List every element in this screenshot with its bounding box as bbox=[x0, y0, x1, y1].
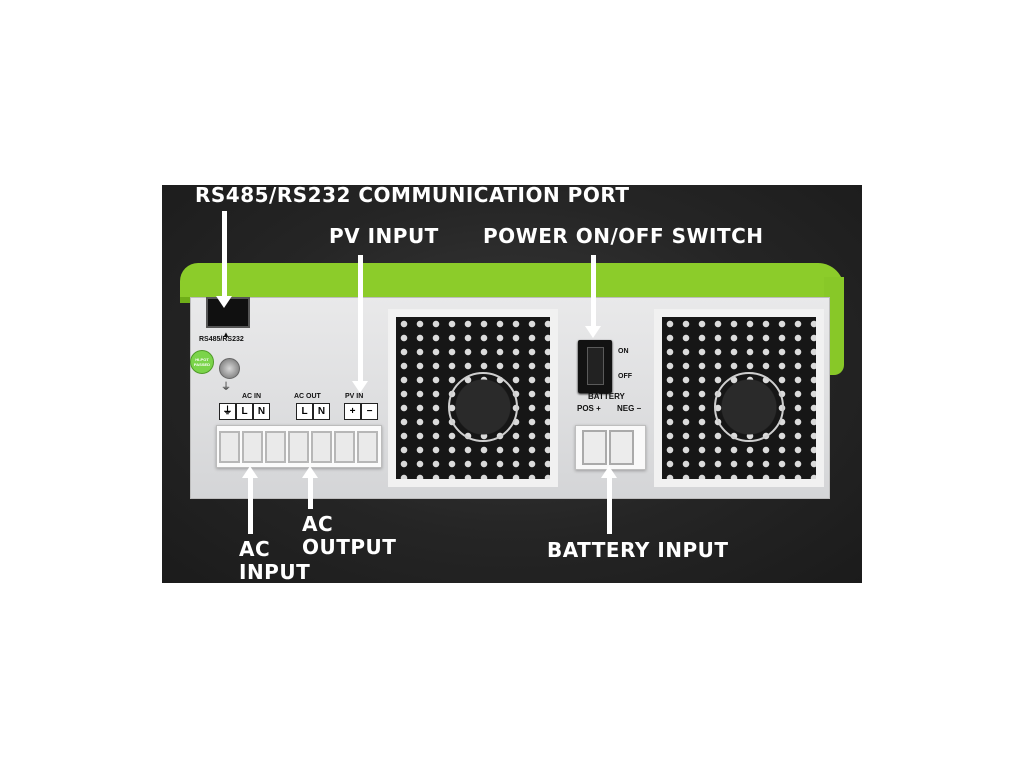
power-switch-arrow bbox=[585, 255, 601, 338]
pv-negative-label: − bbox=[361, 403, 378, 420]
right-fan bbox=[714, 372, 784, 442]
switch-off-label: OFF bbox=[618, 373, 632, 380]
ac-out-label: AC OUT bbox=[294, 393, 321, 400]
ac-input-line-2: INPUT bbox=[239, 560, 311, 584]
inverter-photo: ▲ RS485/RS232 HI-POT PASSED ⏚ AC IN AC O… bbox=[162, 185, 862, 583]
line-terminal-label: L bbox=[236, 403, 253, 420]
left-fan bbox=[448, 372, 518, 442]
pv-in-label: PV IN bbox=[345, 393, 364, 400]
switch-on-label: ON bbox=[618, 348, 629, 355]
battery-neg-label: NEG − bbox=[617, 404, 642, 413]
power-switch-callout: POWER ON/OFF SWITCH bbox=[483, 224, 764, 248]
ac-input-callout: AC INPUT bbox=[239, 538, 310, 584]
pv-input-arrow bbox=[352, 255, 368, 393]
port-arrow-label: ▲ bbox=[222, 330, 230, 339]
battery-label: BATTERY bbox=[588, 392, 625, 401]
neutral-terminal-label: N bbox=[253, 403, 270, 420]
right-fan-vent bbox=[654, 309, 824, 487]
port-label: RS485/RS232 bbox=[199, 336, 244, 343]
ac-out-neutral-label: N bbox=[313, 403, 330, 420]
ac-pv-terminal-block bbox=[216, 425, 382, 468]
power-switch bbox=[578, 340, 612, 393]
communication-port-arrow bbox=[216, 211, 232, 308]
ac-output-line-2: OUTPUT bbox=[302, 535, 397, 559]
pv-positive-label: + bbox=[344, 403, 361, 420]
pv-terminal-labels: + − bbox=[344, 403, 378, 421]
left-fan-vent bbox=[388, 309, 558, 487]
ac-output-arrow bbox=[302, 466, 318, 509]
ac-in-label: AC IN bbox=[242, 393, 262, 400]
green-top-cover bbox=[180, 263, 844, 303]
ground-screw bbox=[219, 358, 240, 379]
ground-symbol: ⏚ bbox=[221, 382, 231, 393]
ground-terminal-label: ⏚ bbox=[219, 403, 236, 420]
ac-out-line-label: L bbox=[296, 403, 313, 420]
ac-output-line-1: AC bbox=[302, 512, 334, 536]
ac-input-line-1: AC bbox=[239, 537, 271, 561]
battery-input-arrow bbox=[601, 466, 617, 534]
battery-terminal-block bbox=[575, 425, 646, 470]
ac-out-terminal-labels: L N bbox=[296, 403, 330, 421]
battery-input-callout: BATTERY INPUT bbox=[547, 538, 729, 562]
ac-input-arrow bbox=[242, 466, 258, 534]
battery-pos-label: POS + bbox=[577, 404, 601, 413]
communication-port-callout: RS485/RS232 COMMUNICATION PORT bbox=[195, 183, 630, 207]
ac-in-terminal-labels: ⏚ L N bbox=[219, 403, 270, 421]
hipot-badge: HI-POT PASSED bbox=[190, 350, 214, 374]
pv-input-callout: PV INPUT bbox=[329, 224, 439, 248]
ac-output-callout: AC OUTPUT bbox=[302, 513, 396, 559]
